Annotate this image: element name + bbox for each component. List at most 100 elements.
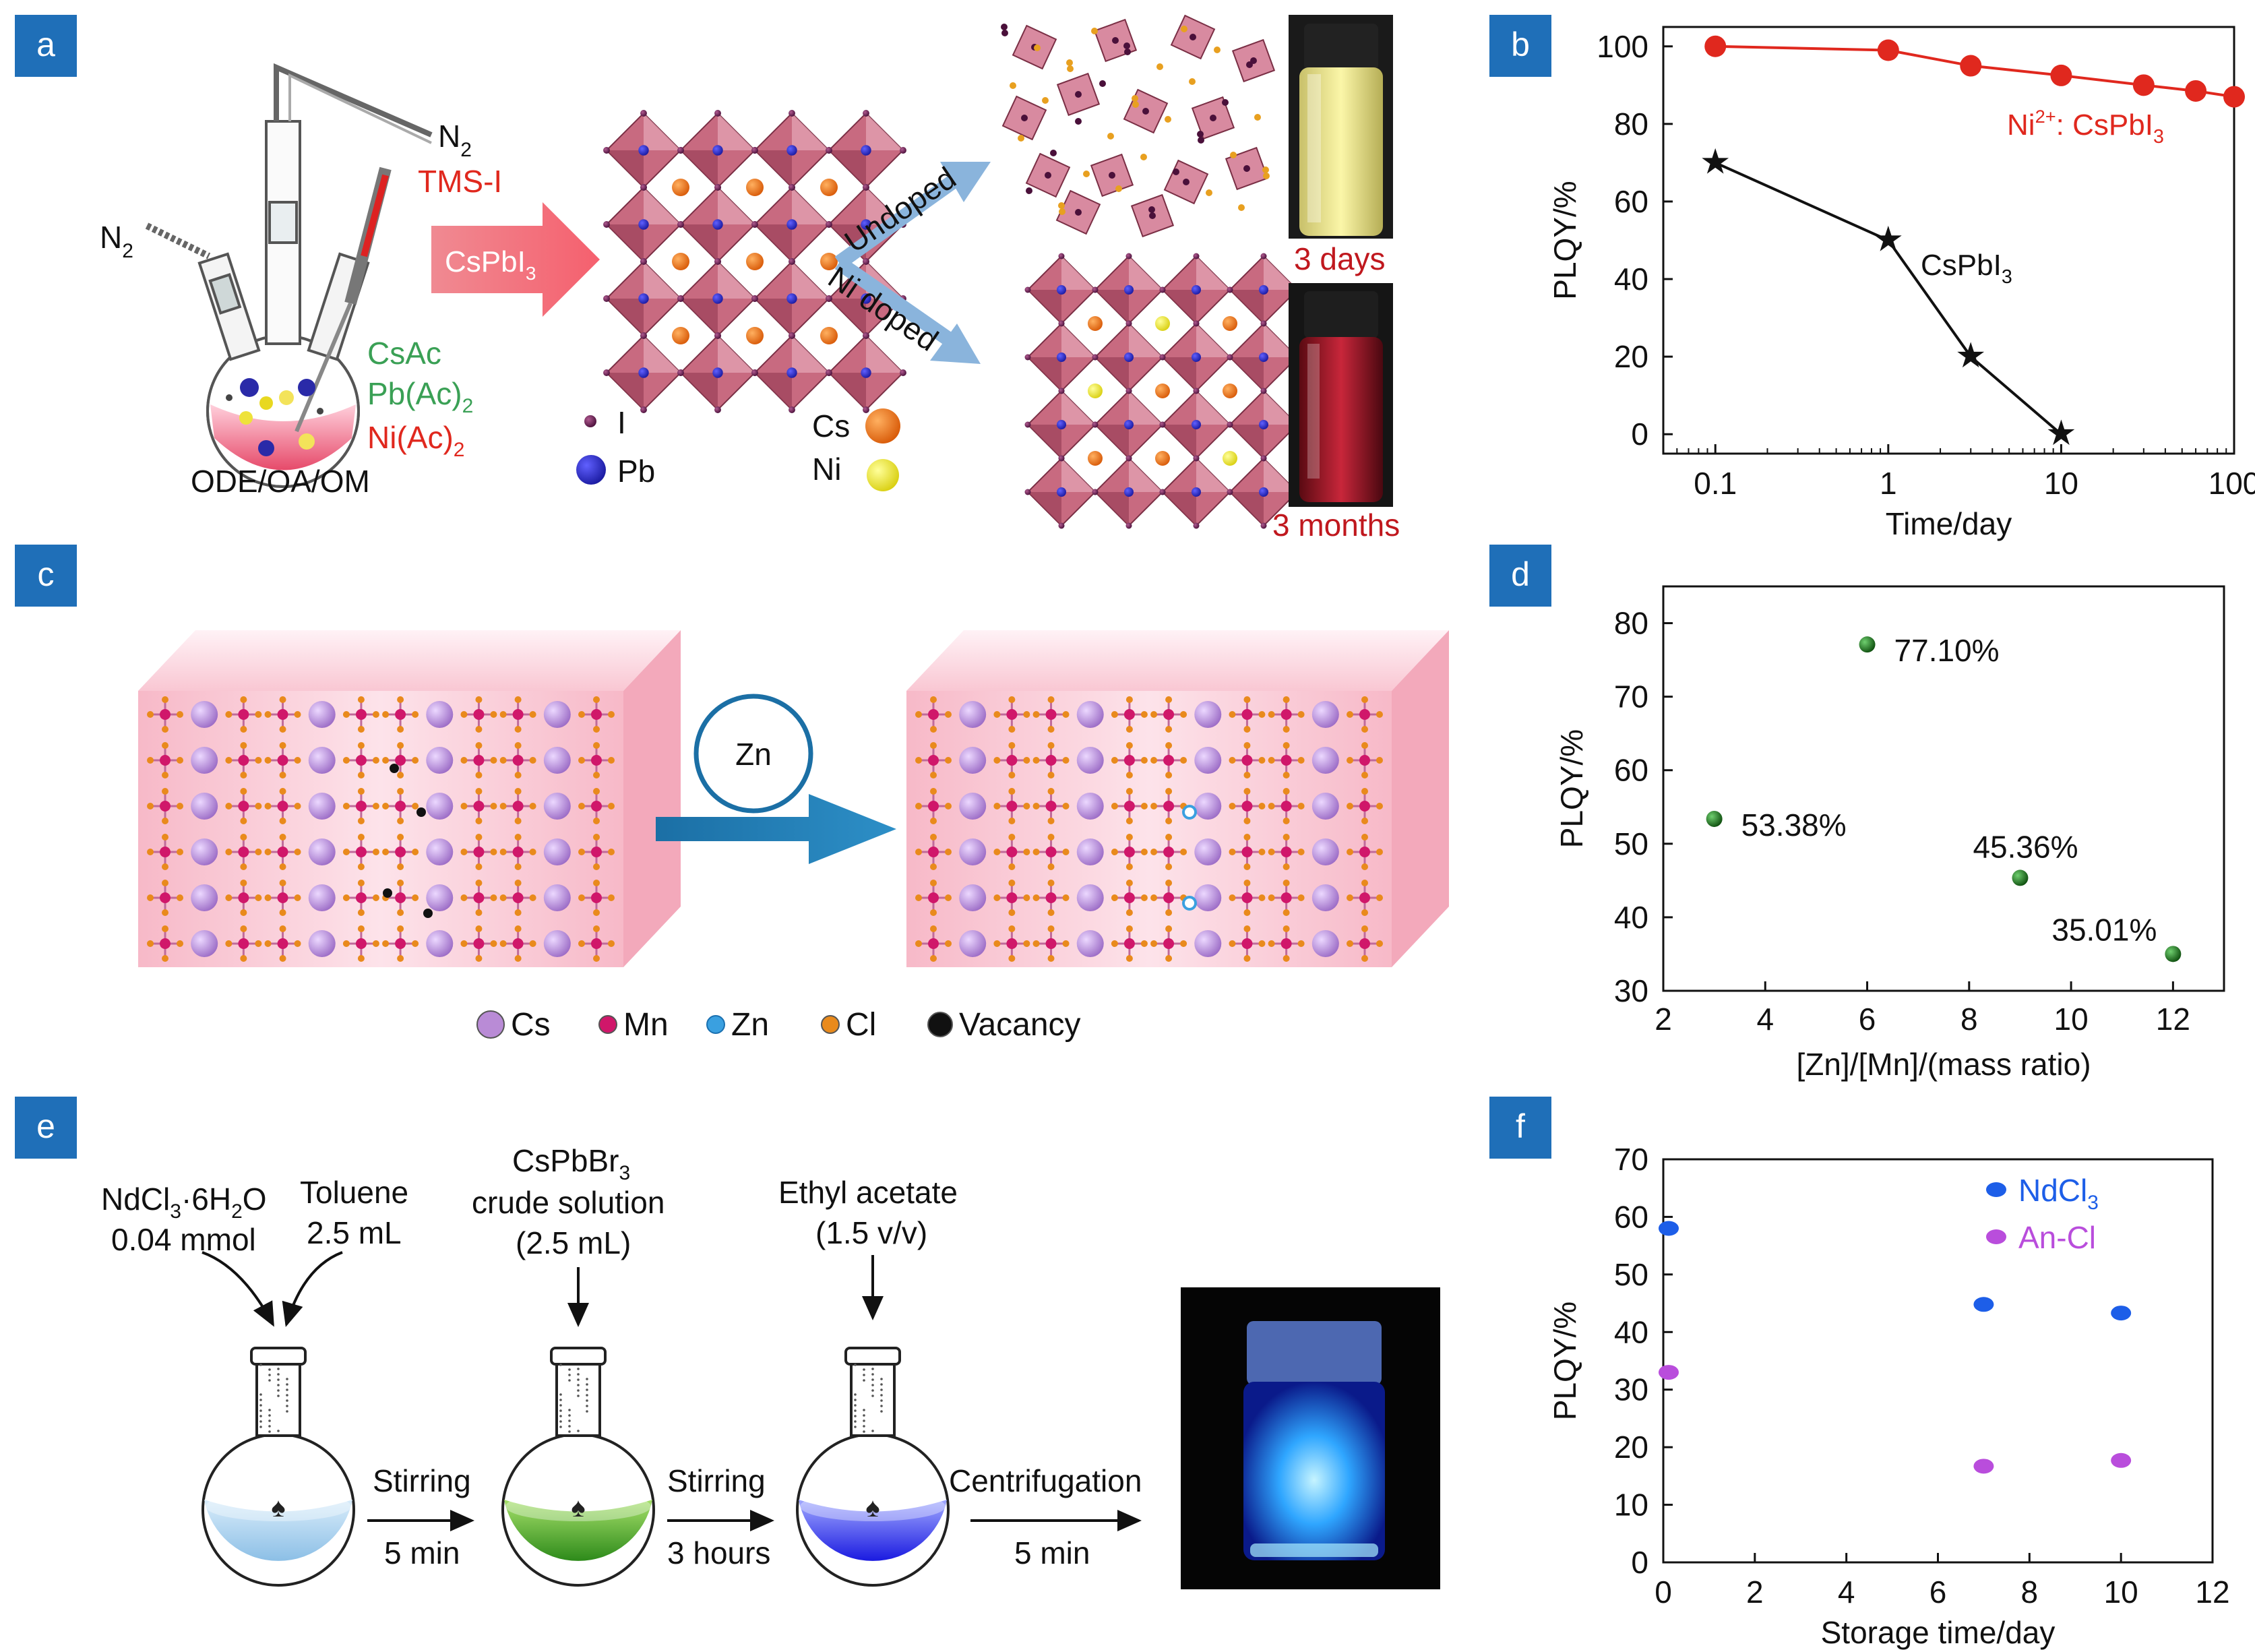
cl-atom	[945, 849, 952, 855]
cl-atom	[499, 803, 507, 809]
data-point-ni	[1877, 39, 1899, 61]
x-tick-label: 0.1	[1694, 466, 1737, 501]
mn-atom	[355, 709, 367, 720]
toluene-label: Toluene	[300, 1175, 408, 1210]
cl-atom	[162, 772, 168, 778]
cl-atom	[1125, 726, 1133, 733]
cs-atom	[820, 253, 838, 270]
cl-atom	[177, 940, 183, 947]
cs-atom	[1223, 451, 1237, 466]
atom	[1050, 150, 1057, 156]
cl-atom	[240, 788, 247, 795]
cs-atom	[426, 884, 454, 911]
cl-atom	[1243, 925, 1251, 932]
cl-atom	[608, 849, 615, 855]
cl-atom	[147, 803, 154, 809]
cl-atom	[475, 742, 483, 749]
mn-atom	[238, 755, 249, 766]
atom	[1001, 24, 1008, 30]
cl-atom	[593, 726, 600, 733]
cl-atom	[264, 940, 272, 947]
cs-atom	[1311, 930, 1339, 957]
cl-atom	[1008, 742, 1016, 749]
n2-left-label: N2	[100, 220, 133, 262]
cl-atom	[372, 849, 379, 855]
panel-e-tag: e	[36, 1107, 55, 1145]
atom	[1034, 44, 1041, 51]
atom	[1115, 185, 1122, 192]
atom	[1238, 204, 1245, 211]
panel-label-e	[15, 1097, 77, 1159]
cs-atom	[191, 838, 218, 865]
cl-atom	[1047, 772, 1055, 778]
cl-atom	[475, 925, 483, 932]
cl-atom	[1111, 894, 1118, 901]
mn-atom	[1280, 847, 1292, 857]
cl-atom	[945, 711, 952, 718]
cl-atom	[162, 818, 168, 824]
cl-atom	[397, 880, 404, 886]
cl-atom	[529, 803, 536, 809]
cl-atom	[593, 696, 600, 703]
cl-atom	[475, 834, 483, 840]
vial-3days	[1289, 15, 1393, 239]
cl-atom	[490, 711, 497, 718]
mn-atom	[1280, 892, 1292, 903]
cl-atom	[357, 818, 365, 824]
mn-atom	[355, 755, 367, 766]
cl-atom	[264, 711, 272, 718]
cl-atom	[397, 955, 404, 962]
n2-top-label: N2	[438, 119, 472, 161]
cl-atom	[930, 772, 937, 778]
cl-atom	[240, 726, 247, 733]
cl-atom	[1062, 849, 1070, 855]
cl-atom	[397, 909, 404, 916]
cl-atom	[1047, 788, 1055, 795]
cl-atom	[1125, 863, 1133, 870]
cl-atom	[1268, 849, 1275, 855]
mn-atom	[512, 755, 524, 766]
cs-atom	[308, 884, 336, 911]
cs-atom	[1223, 384, 1237, 398]
cl-atom	[1023, 894, 1030, 901]
cl-atom	[460, 849, 468, 855]
cs-atom	[543, 884, 571, 911]
atom	[1156, 63, 1163, 70]
zn-atom	[1182, 896, 1197, 911]
legend-label-0: NdCl3	[2018, 1173, 2099, 1214]
cl-atom	[1243, 955, 1251, 962]
mn-atom	[928, 938, 939, 949]
cl-atom	[240, 925, 247, 932]
cl-atom	[930, 925, 937, 932]
cl-atom	[1243, 909, 1251, 916]
data-point-cspbi3: ★	[1700, 142, 1731, 181]
cl-atom	[1180, 711, 1187, 718]
cl-atom	[357, 772, 365, 778]
cs-atom	[1194, 838, 1222, 865]
cl-atom	[945, 803, 952, 809]
cl-atom	[255, 940, 262, 947]
y-tick-label: 60	[1614, 1199, 1648, 1234]
cl-atom	[412, 940, 419, 947]
cs-atom	[1311, 747, 1339, 774]
cl-atom	[1268, 757, 1275, 764]
tms-label: TMS-I	[418, 164, 502, 199]
cs-atom	[959, 884, 987, 911]
cl-atom	[608, 757, 615, 764]
x-axis-label: [Zn]/[Mn]/(mass ratio)	[1796, 1047, 2091, 1082]
cl-atom	[147, 940, 154, 947]
atom	[1067, 65, 1074, 72]
x-tick-label: 100	[2208, 466, 2255, 501]
y-tick-label: 80	[1614, 106, 1648, 142]
cl-atom	[1283, 726, 1290, 733]
mn-atom	[238, 847, 249, 857]
cs-atom	[1155, 384, 1170, 398]
undoped-arrow	[834, 173, 962, 269]
mn-atom	[238, 801, 249, 812]
atom	[1140, 154, 1147, 160]
cl-atom	[1297, 849, 1305, 855]
solvent-label: ODE/OA/OM	[191, 464, 370, 499]
cl-atom	[1150, 849, 1158, 855]
panel-b-tag: b	[1511, 26, 1530, 63]
